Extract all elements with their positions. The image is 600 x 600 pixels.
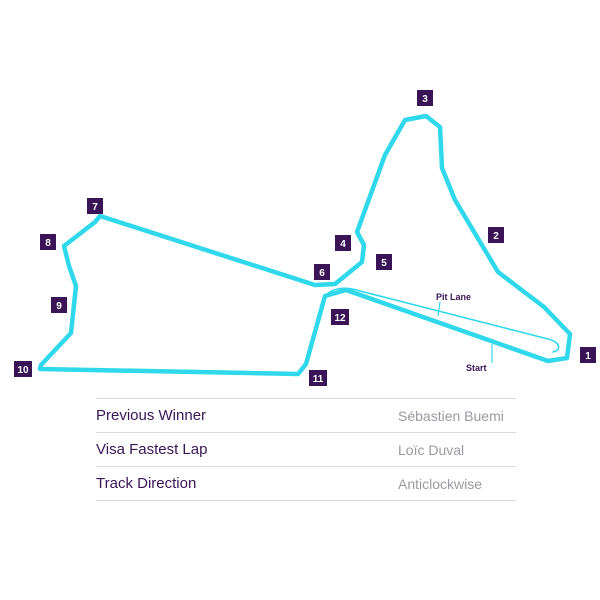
info-row-fastest-lap: Visa Fastest Lap Loïc Duval: [96, 433, 516, 467]
track-direction-value: Anticlockwise: [398, 475, 483, 492]
start-label: Start: [466, 363, 487, 373]
previous-winner-label: Previous Winner: [96, 407, 207, 424]
turn-number-12: 12: [334, 313, 346, 324]
turn-marker-9: 9: [51, 297, 67, 313]
turn-number-7: 7: [92, 202, 98, 213]
info-row-previous-winner: Previous Winner Sébastien Buemi: [96, 398, 516, 433]
turn-marker-12: 12: [331, 309, 349, 325]
turn-marker-6: 6: [314, 264, 330, 280]
turn-marker-4: 4: [335, 235, 351, 251]
info-row-track-direction: Track Direction Anticlockwise: [96, 467, 516, 501]
turn-marker-2: 2: [488, 227, 504, 243]
turn-marker-5: 5: [376, 254, 392, 270]
turn-marker-8: 8: [40, 234, 56, 250]
fastest-lap-value: Loïc Duval: [398, 441, 465, 458]
track-map: Pit Lane Start 1 2 3 4 5 6 7 8 9 10: [14, 90, 596, 386]
turn-marker-3: 3: [417, 90, 433, 106]
turn-number-2: 2: [493, 231, 499, 242]
pit-lane-path: [324, 287, 560, 353]
turn-marker-11: 11: [309, 370, 327, 386]
turn-number-11: 11: [313, 374, 324, 385]
turn-number-9: 9: [56, 301, 62, 312]
pit-lane-label: Pit Lane: [436, 292, 471, 302]
turn-number-8: 8: [45, 238, 51, 249]
previous-winner-value: Sébastien Buemi: [398, 407, 504, 424]
turn-number-4: 4: [340, 239, 346, 250]
turn-marker-1: 1: [580, 347, 596, 363]
turn-number-6: 6: [319, 268, 325, 279]
turn-number-1: 1: [585, 351, 591, 362]
pit-lane-leader: [437, 301, 441, 317]
fastest-lap-label: Visa Fastest Lap: [96, 441, 208, 458]
turn-number-3: 3: [422, 94, 428, 105]
race-info-table: Previous Winner Sébastien Buemi Visa Fas…: [96, 398, 516, 501]
turn-marker-10: 10: [14, 361, 32, 377]
turn-number-10: 10: [17, 365, 29, 376]
turn-number-5: 5: [381, 258, 387, 269]
track-outline: [37, 113, 573, 377]
turn-marker-7: 7: [87, 198, 103, 214]
track-direction-label: Track Direction: [96, 475, 197, 492]
